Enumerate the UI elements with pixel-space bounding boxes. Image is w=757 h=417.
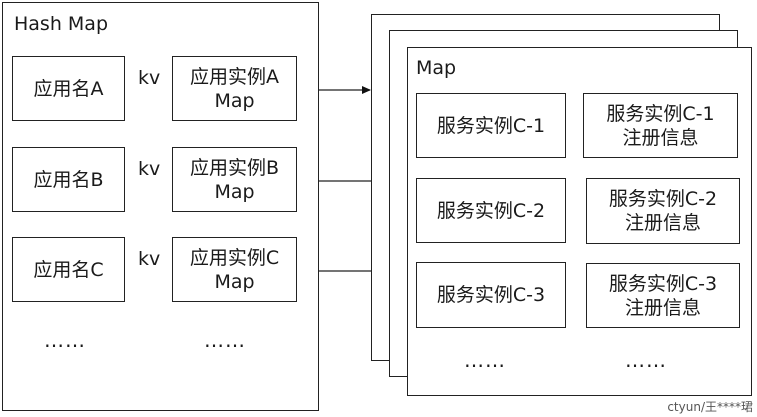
kv-label-a: kv [138, 67, 161, 89]
map-value-2: 服务实例C-2 注册信息 [586, 178, 740, 244]
hashmap-value-c: 应用实例C Map [172, 237, 297, 302]
hashmap-ellipsis-left: …… [44, 328, 86, 352]
map-key-2: 服务实例C-2 [416, 178, 566, 243]
hashmap-key-b: 应用名B [12, 147, 125, 212]
map-value-1: 服务实例C-1 注册信息 [583, 93, 738, 158]
map-value-3: 服务实例C-3 注册信息 [586, 263, 740, 328]
map-title: Map [416, 57, 457, 79]
watermark: ctyun/王****珺 [667, 400, 753, 414]
hashmap-value-b: 应用实例B Map [172, 147, 297, 212]
hashmap-ellipsis-right: …… [204, 328, 246, 352]
kv-label-c: kv [138, 248, 161, 270]
hashmap-key-a: 应用名A [12, 56, 125, 121]
map-key-3: 服务实例C-3 [416, 262, 566, 328]
hashmap-title: Hash Map [14, 13, 109, 35]
hashmap-key-c: 应用名C [12, 237, 125, 302]
map-ellipsis-right: …… [625, 348, 667, 372]
map-ellipsis-left: …… [464, 348, 506, 372]
hashmap-value-a: 应用实例A Map [172, 56, 297, 121]
kv-label-b: kv [138, 158, 161, 180]
map-key-1: 服务实例C-1 [416, 93, 566, 158]
